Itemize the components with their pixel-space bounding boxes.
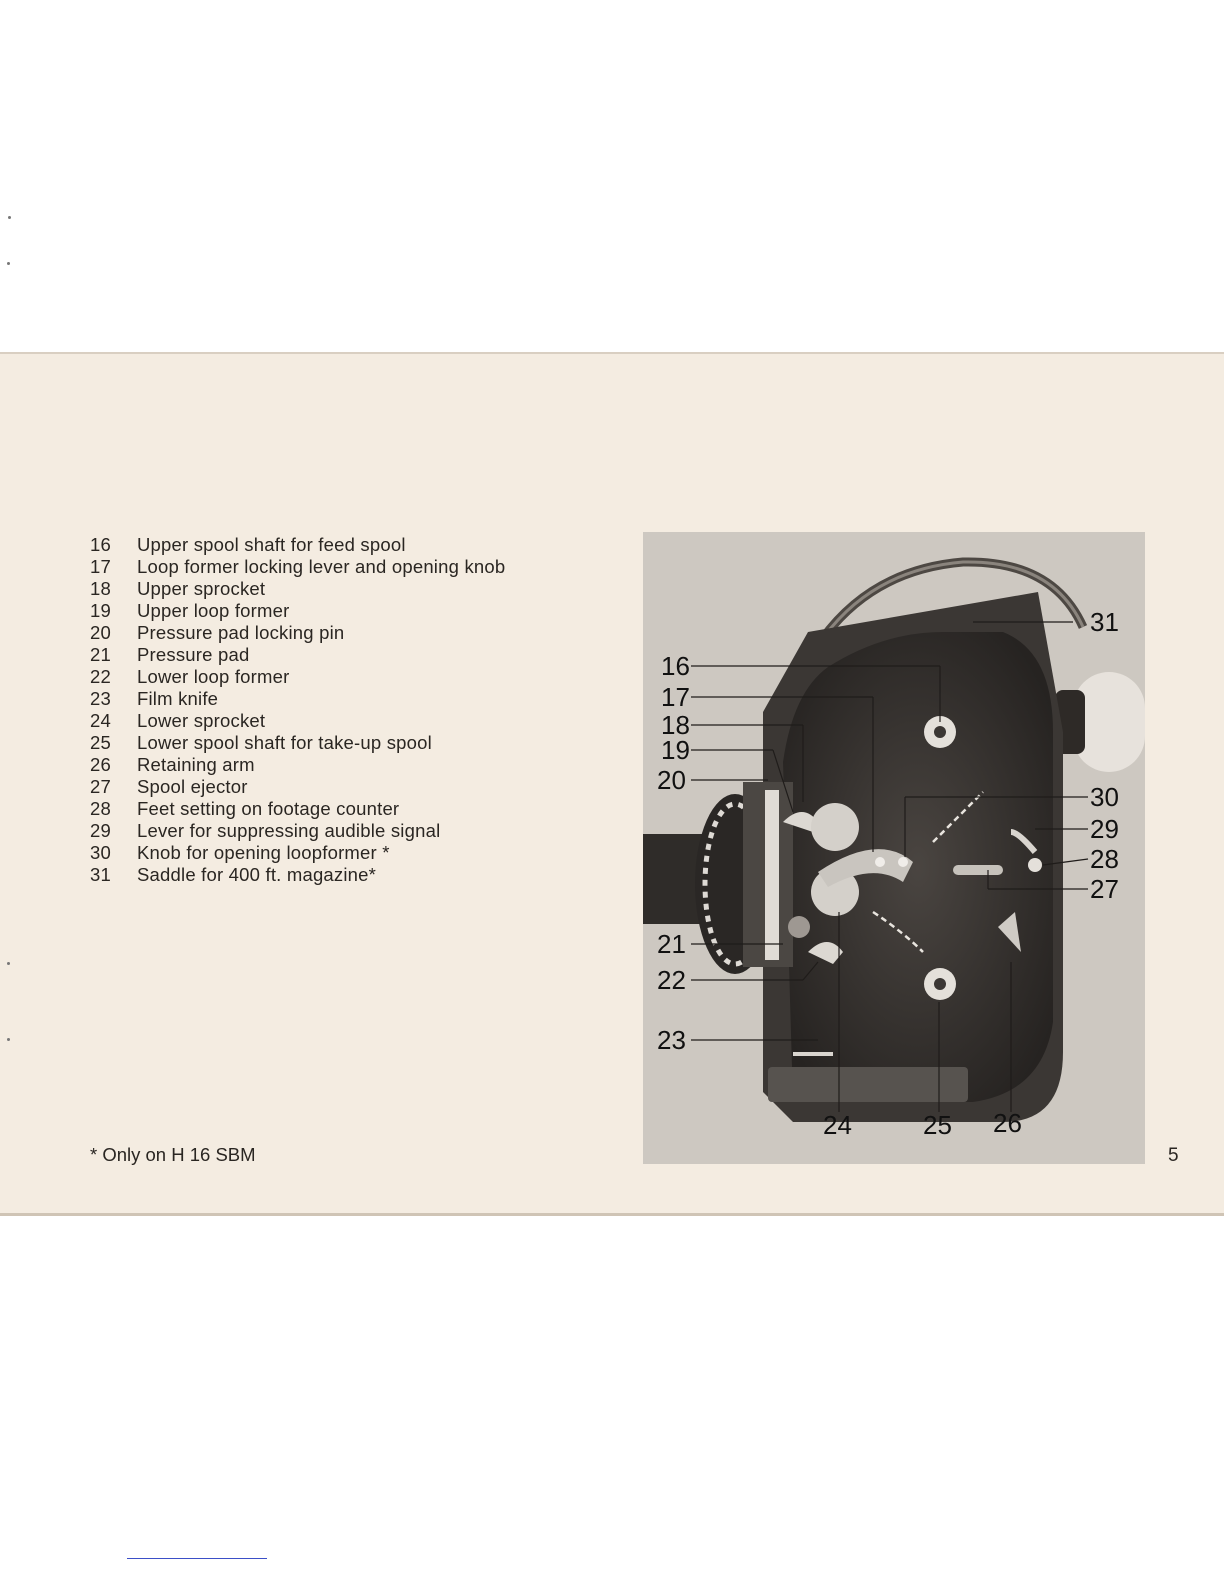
callout-29: 29 <box>1090 814 1119 844</box>
legend-number: 19 <box>90 600 111 621</box>
legend-label: Pressure pad <box>137 644 250 665</box>
legend-number: 25 <box>90 732 111 753</box>
camera-illustration <box>643 532 1145 1164</box>
legend-number: 17 <box>90 556 111 577</box>
legend-label: Lever for suppressing audible signal <box>137 820 441 841</box>
legend-label: Film knife <box>137 688 219 709</box>
margin-mark <box>7 962 10 965</box>
legend-number: 24 <box>90 710 111 731</box>
callout-25: 25 <box>923 1110 952 1140</box>
callout-24: 24 <box>823 1110 852 1140</box>
link-underline[interactable] <box>127 1558 267 1559</box>
legend-number: 27 <box>90 776 111 797</box>
legend-item: 21 Pressure pad <box>90 644 505 666</box>
legend-label: Lower sprocket <box>137 710 266 731</box>
legend-label: Loop former locking lever and opening kn… <box>137 556 506 577</box>
callout-27: 27 <box>1090 874 1119 904</box>
manual-page: 16 Upper spool shaft for feed spool 17 Loop… <box>0 216 1224 1216</box>
legend-label: Retaining arm <box>137 754 255 775</box>
legend-item: 29 Lever for suppressing audible signal <box>90 820 505 842</box>
legend-number: 18 <box>90 578 111 599</box>
callout-22: 22 <box>657 965 686 995</box>
legend-item: 20 Pressure pad locking pin <box>90 622 505 644</box>
callout-16: 16 <box>661 651 690 681</box>
legend-item: 18 Upper sprocket <box>90 578 505 600</box>
margin-mark <box>8 216 11 219</box>
legend-number: 16 <box>90 534 111 555</box>
legend-number: 26 <box>90 754 111 775</box>
callout-30: 30 <box>1090 782 1119 812</box>
legend-item: 16 Upper spool shaft for feed spool <box>90 534 505 556</box>
legend-item: 27 Spool ejector <box>90 776 505 798</box>
callout-20: 20 <box>657 765 686 795</box>
callout-26: 26 <box>993 1108 1022 1138</box>
legend-number: 22 <box>90 666 111 687</box>
legend-number: 21 <box>90 644 111 665</box>
legend-item: 17 Loop former locking lever and opening … <box>90 556 505 578</box>
legend-item: 26 Retaining arm <box>90 754 505 776</box>
legend-label: Spool ejector <box>137 776 248 797</box>
callout-23: 23 <box>657 1025 686 1055</box>
legend-label: Upper spool shaft for feed spool <box>137 534 406 555</box>
margin-mark <box>7 1038 10 1041</box>
legend-number: 28 <box>90 798 111 819</box>
legend-item: 25 Lower spool shaft for take-up spool <box>90 732 505 754</box>
legend-item: 30 Knob for opening loopformer * <box>90 842 505 864</box>
legend-label: Upper loop former <box>137 600 290 621</box>
legend-item: 19 Upper loop former <box>90 600 505 622</box>
parts-legend: 16 Upper spool shaft for feed spool 17 Loop… <box>90 534 505 886</box>
legend-item: 28 Feet setting on footage counter <box>90 798 505 820</box>
callout-21: 21 <box>657 929 686 959</box>
legend-label: Pressure pad locking pin <box>137 622 345 643</box>
legend-label: Knob for opening loopformer * <box>137 842 390 863</box>
legend-label: Lower loop former <box>137 666 290 687</box>
callout-19: 19 <box>661 735 690 765</box>
legend-number: 31 <box>90 864 111 885</box>
legend-label: Saddle for 400 ft. magazine* <box>137 864 377 885</box>
callout-31: 31 <box>1090 607 1119 637</box>
legend-item: 31 Saddle for 400 ft. magazine* <box>90 864 505 886</box>
legend-number: 29 <box>90 820 111 841</box>
camera-photo: 16 17 18 19 20 21 22 23 24 25 26 27 28 2… <box>643 532 1145 1164</box>
legend-number: 30 <box>90 842 111 863</box>
legend-number: 23 <box>90 688 111 709</box>
callout-17: 17 <box>661 682 690 712</box>
legend-label: Upper sprocket <box>137 578 266 599</box>
callout-28: 28 <box>1090 844 1119 874</box>
page-number: 5 <box>1168 1145 1179 1166</box>
legend-item: 24 Lower sprocket <box>90 710 505 732</box>
callout-18: 18 <box>661 710 690 740</box>
legend-item: 23 Film knife <box>90 688 505 710</box>
footnote: * Only on H 16 SBM <box>90 1144 256 1165</box>
legend-item: 22 Lower loop former <box>90 666 505 688</box>
legend-number: 20 <box>90 622 111 643</box>
legend-label: Feet setting on footage counter <box>137 798 400 819</box>
legend-label: Lower spool shaft for take-up spool <box>137 732 432 753</box>
margin-mark <box>7 262 10 265</box>
